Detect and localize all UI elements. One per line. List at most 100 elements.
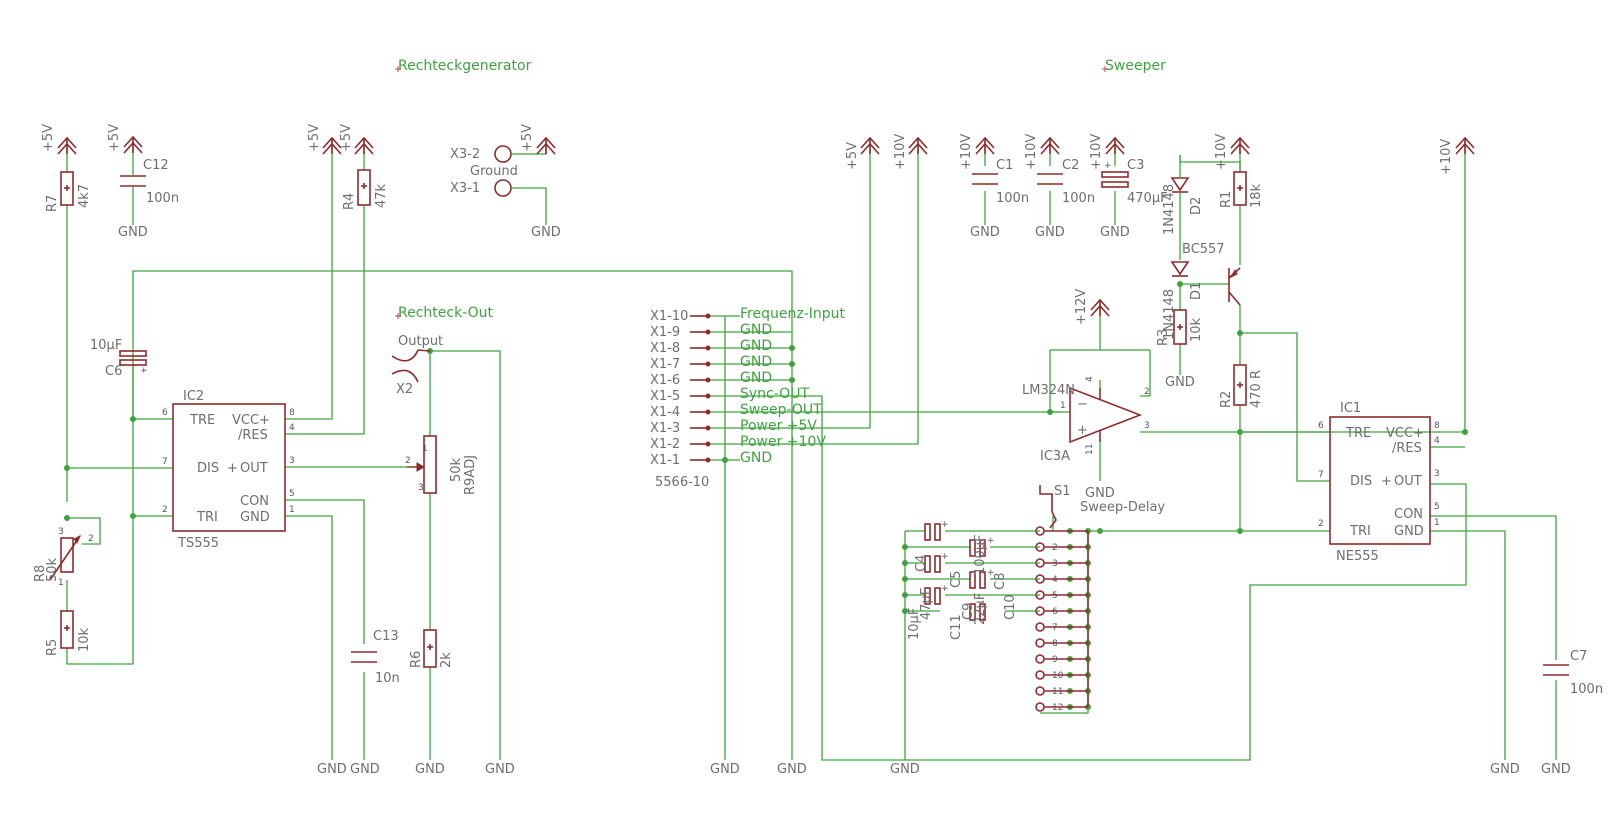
ic3-lm324: − + LM324N IC3A 1 2 3 4 11 [1022, 376, 1150, 464]
svg-text:C3: C3 [1127, 158, 1144, 173]
capacitor-c3: + C3 470µF [1101, 158, 1168, 206]
x1-signal-label: GND [740, 450, 772, 466]
svg-text:C13: C13 [373, 629, 399, 644]
supply-arrow-icon [57, 136, 77, 155]
svg-text:R2: R2 [1219, 391, 1234, 408]
c11-name: C11 [949, 614, 964, 640]
svg-text:C12: C12 [143, 158, 169, 173]
svg-text:+: + [987, 536, 995, 546]
s1-position-label: 2 [1052, 543, 1058, 553]
svg-text:R4: R4 [342, 193, 357, 210]
svg-text:2: 2 [405, 456, 411, 466]
svg-text:470 R: 470 R [1249, 370, 1264, 408]
x1-pin: X1-1 GND [650, 450, 772, 468]
capacitors: C12 100n + 10µF C6 C13 10n C1 100n C2 10… [90, 158, 1603, 697]
gnd-x2: GND [485, 762, 515, 777]
svg-text:1N4148: 1N4148 [1162, 184, 1177, 235]
svg-text:/RES: /RES [1392, 441, 1422, 456]
svg-text:8: 8 [289, 408, 295, 418]
supply-arrow-icon [975, 136, 995, 155]
svg-text:3: 3 [289, 456, 295, 466]
svg-text:BC557: BC557 [1182, 242, 1225, 257]
svg-text:2k: 2k [439, 652, 454, 668]
x3-pads: X3-2 Ground X3-1 [450, 145, 518, 197]
supply-10v-c3: +10V [1089, 134, 1104, 170]
title-sweeper: Sweeper [1105, 58, 1166, 74]
resistor-r9adj: 2 1 3 50k R9ADJ [405, 435, 478, 495]
c9-value: 22µF [973, 593, 988, 625]
x1-signal-label: Frequenz-Input [740, 306, 846, 322]
svg-text:1: 1 [422, 444, 428, 454]
supply-arrow-icon [536, 136, 556, 155]
svg-text:2: 2 [1144, 387, 1150, 397]
capacitor-c12: C12 100n [120, 158, 179, 206]
s1-position-label: 12 [1052, 703, 1063, 713]
capacitor-c5: + [969, 536, 995, 557]
gnd-x3: GND [531, 225, 561, 240]
svg-text:IC2: IC2 [183, 389, 204, 404]
svg-text:2: 2 [88, 534, 94, 544]
svg-text:TRI: TRI [1349, 524, 1371, 539]
x1-pin-label: X1-2 [650, 437, 680, 452]
svg-text:3: 3 [418, 483, 424, 493]
supply-arrow-icon [1455, 136, 1475, 155]
svg-text:D2: D2 [1189, 197, 1204, 215]
svg-text:5: 5 [1434, 502, 1440, 512]
gnd-c3: GND [1100, 225, 1130, 240]
svg-text:C1: C1 [996, 158, 1013, 173]
svg-text:+: + [941, 584, 949, 594]
gnd-ic3: GND [1085, 486, 1115, 501]
x1-pin-label: X1-8 [650, 341, 680, 356]
supply-arrow-icon [1040, 136, 1060, 155]
svg-text:X3-2: X3-2 [450, 147, 480, 162]
s1-position-label: 8 [1052, 639, 1058, 649]
x1-pin-label: X1-1 [650, 453, 680, 468]
gnd-c2: GND [1035, 225, 1065, 240]
supply-5v-r7: +5V [41, 124, 56, 152]
s1-position-label: 7 [1052, 623, 1058, 633]
svg-text:X2: X2 [396, 382, 413, 397]
x1-signal-label: GND [740, 322, 772, 338]
svg-text:7: 7 [1318, 470, 1324, 480]
svg-text:6: 6 [1318, 421, 1324, 431]
x1-pin-label: X1-6 [650, 373, 680, 388]
supply-10v-c2: +10V [1024, 134, 1039, 170]
svg-text:C6: C6 [105, 364, 122, 379]
c5-name: C5 [949, 571, 964, 588]
svg-text:10n: 10n [375, 671, 400, 686]
c5-value: 47µF [919, 588, 934, 620]
svg-text:7: 7 [162, 457, 168, 467]
svg-text:18k: 18k [1249, 183, 1264, 208]
svg-text:2: 2 [1318, 519, 1324, 529]
s1-position-label: 11 [1052, 687, 1063, 697]
supply-arrows [57, 135, 1475, 317]
svg-text:4k7: 4k7 [77, 184, 92, 208]
resistor-r2: R2 470 R [1219, 364, 1264, 408]
capacitor-c9: + [924, 552, 949, 573]
svg-text:47k: 47k [374, 183, 389, 208]
svg-text:C2: C2 [1062, 158, 1079, 173]
x1-signal-label: Sync-OUT [740, 386, 809, 402]
svg-text:GND: GND [1394, 524, 1424, 539]
gnd-c12: GND [118, 225, 148, 240]
svg-text:Output: Output [398, 334, 443, 349]
resistors: R7 4k7 R4 47k 3 2 1 R8 50k R5 10k [33, 169, 1264, 668]
supply-arrow-icon [123, 135, 143, 154]
svg-text:IC1: IC1 [1340, 401, 1361, 416]
svg-text:3: 3 [1434, 469, 1440, 479]
c8-name: C8 [993, 573, 1008, 590]
s1-position: 3 [1035, 558, 1088, 569]
gnd-ic2: GND [317, 762, 347, 777]
svg-text:/RES: /RES [238, 428, 268, 443]
svg-text:DIS: DIS [1350, 474, 1372, 489]
svg-text:3: 3 [58, 527, 64, 537]
supply-arrow-icon [1230, 136, 1250, 155]
svg-text:+: + [941, 552, 949, 562]
svg-text:100n: 100n [996, 191, 1029, 206]
c10-name: C10 [1003, 594, 1018, 620]
